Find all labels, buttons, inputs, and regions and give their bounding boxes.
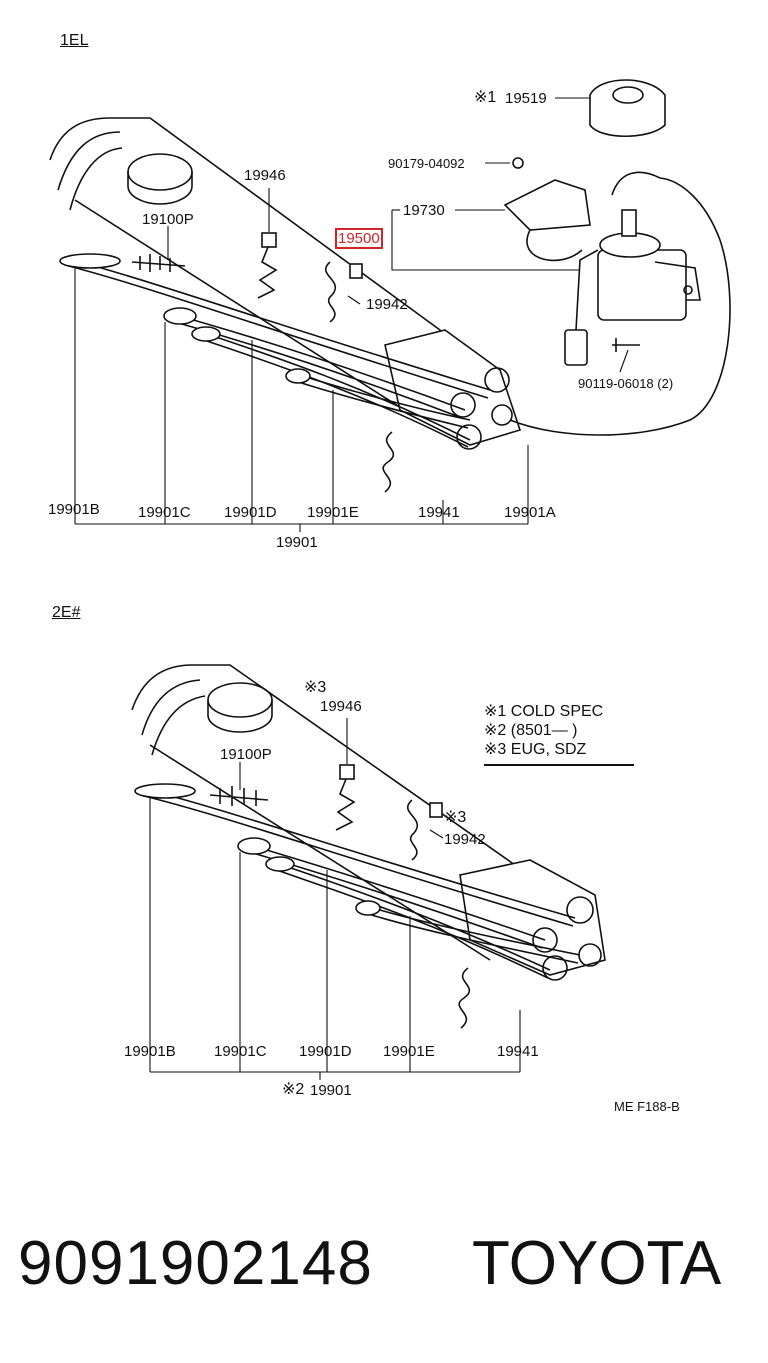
cord-e-part-number[interactable]: 19901E xyxy=(307,504,359,521)
screw-part-number[interactable]: 90179-04092 xyxy=(388,156,465,171)
cord-a-part-number[interactable]: 19901A xyxy=(504,504,556,521)
clamp-ref-mark: ※3 xyxy=(304,679,327,696)
legend-mark: ※1 xyxy=(484,703,507,720)
diagram-code: ME F188-B xyxy=(614,1099,680,1114)
legend-mark: ※3 xyxy=(484,741,507,758)
bolt-part-number[interactable]: 90119-06018 (2) xyxy=(578,376,674,391)
clamp-part-number[interactable]: 19946 xyxy=(244,167,286,184)
cord-d-part-number[interactable]: 19901D xyxy=(224,504,277,521)
clip-part-number[interactable]: 19941 xyxy=(418,504,460,521)
part-number-title: 9091902148 xyxy=(18,1229,373,1298)
holder-ref-mark: ※3 xyxy=(444,809,467,826)
legend-item: ※3 EUG, SDZ xyxy=(484,740,603,759)
cord-set-part-number-2[interactable]: 19901 xyxy=(310,1082,352,1099)
legend-item: ※1 COLD SPEC xyxy=(484,702,603,721)
clip-part-number-2[interactable]: 19941 xyxy=(497,1043,539,1060)
cap-ref-mark: ※1 xyxy=(474,89,497,106)
legend-text: COLD SPEC xyxy=(510,703,604,720)
legend-underline xyxy=(484,764,634,766)
legend-mark: ※2 xyxy=(484,722,507,739)
cord-set-ref-mark: ※2 xyxy=(282,1081,305,1098)
brand-title: TOYOTA xyxy=(472,1229,722,1298)
holder-part-number[interactable]: 19942 xyxy=(366,296,408,313)
ignition-coil-part-number[interactable]: 19500 xyxy=(335,228,383,249)
section-label-1: 1EL xyxy=(60,32,89,49)
holder-part-number-2[interactable]: 19942 xyxy=(444,831,486,848)
spark-plug-part-number[interactable]: 19100P xyxy=(142,211,194,228)
legend-text: (8501— ) xyxy=(510,722,578,739)
cord-d-part-number-2[interactable]: 19901D xyxy=(299,1043,352,1060)
section-label-2: 2E# xyxy=(52,604,81,621)
cap-part-number[interactable]: 19519 xyxy=(505,90,547,107)
legend-text: EUG, SDZ xyxy=(510,741,587,758)
clamp-part-number-2[interactable]: 19946 xyxy=(320,698,362,715)
notes-legend: ※1 COLD SPEC ※2 (8501— ) ※3 EUG, SDZ xyxy=(484,702,603,759)
spark-plug-part-number-2[interactable]: 19100P xyxy=(220,746,272,763)
ignition-coil-highlight: 19500 xyxy=(335,228,383,249)
bracket-part-number[interactable]: 19730 xyxy=(403,202,445,219)
cord-c-part-number-2[interactable]: 19901C xyxy=(214,1043,267,1060)
cord-b-part-number-2[interactable]: 19901B xyxy=(124,1043,176,1060)
cord-b-part-number[interactable]: 19901B xyxy=(48,501,100,518)
legend-item: ※2 (8501— ) xyxy=(484,721,603,740)
cord-e-part-number-2[interactable]: 19901E xyxy=(383,1043,435,1060)
cord-c-part-number[interactable]: 19901C xyxy=(138,504,191,521)
cord-set-part-number[interactable]: 19901 xyxy=(276,534,318,551)
